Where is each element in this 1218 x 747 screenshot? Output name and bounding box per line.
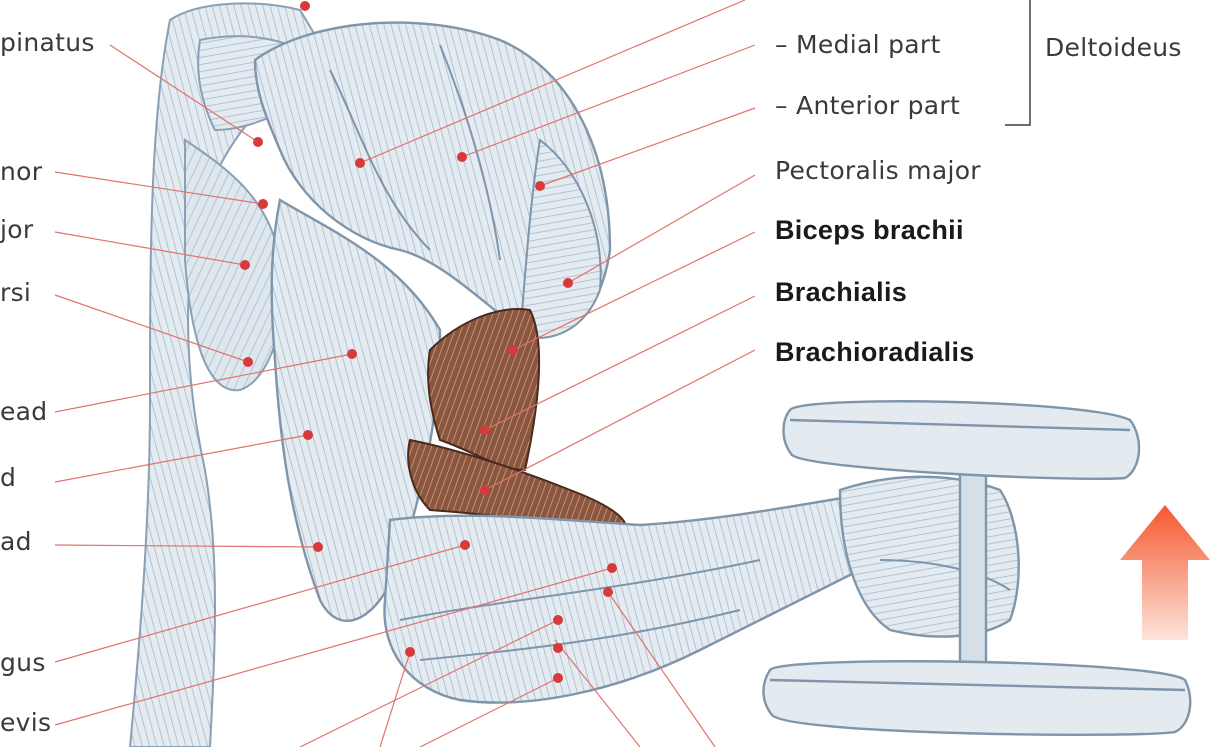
label-latissimus-dorsi: rsi — [0, 278, 32, 307]
marker-dots — [240, 1, 617, 683]
label-ext-carpi-longus: gus — [0, 648, 46, 677]
label-supraspinatus: pinatus — [0, 28, 95, 57]
label-triceps-lateral-head: d — [0, 463, 17, 492]
back-muscles — [184, 138, 284, 392]
label-anterior-part: – Anterior part — [775, 91, 961, 120]
biceps-shape — [427, 308, 541, 472]
dumbbell — [762, 400, 1192, 736]
label-pectoralis-major: Pectoralis major — [775, 156, 981, 185]
label-teres-major: jor — [0, 215, 34, 244]
label-teres-minor: nor — [0, 157, 43, 186]
label-brachioradialis: Brachioradialis — [775, 337, 975, 367]
label-ext-carpi-brevis: evis — [0, 708, 52, 737]
label-medial-part: – Medial part — [775, 30, 941, 59]
fist-shape — [838, 475, 1020, 638]
label-brachialis: Brachialis — [775, 277, 908, 307]
upper-arm-shape — [270, 198, 442, 622]
deltoid-bracket — [1005, 0, 1031, 126]
label-triceps-long-head: ead — [0, 397, 48, 426]
label-biceps-brachii: Biceps brachii — [775, 215, 964, 245]
label-triceps-medial-head: ad — [0, 527, 32, 556]
upward-arrow — [1120, 505, 1210, 640]
label-deltoideus: Deltoideus — [1045, 33, 1182, 62]
leader-lines — [54, 0, 756, 747]
